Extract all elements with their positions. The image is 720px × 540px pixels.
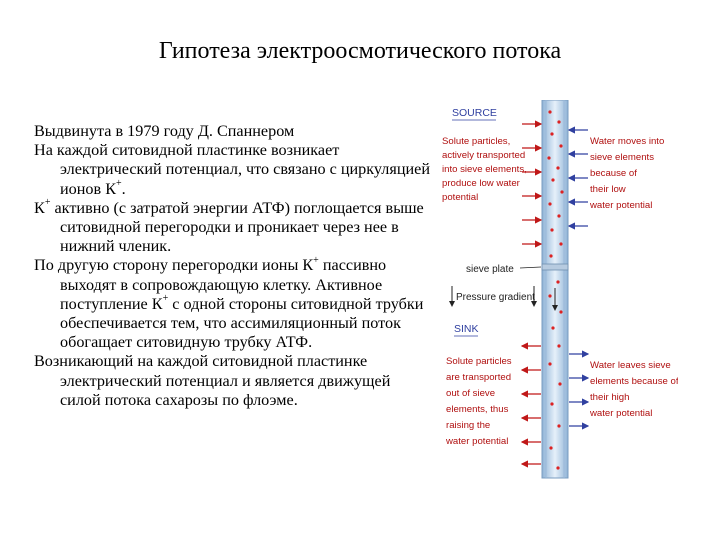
pressure-gradient-label: Pressure gradient [456,292,535,303]
text-run: пассивно выходят в сопровождающую клетку… [60,256,387,313]
text-run: Возникающий на каждой ситовидной пластин… [34,352,391,409]
superscript: + [116,178,122,190]
solute-particles [547,110,564,470]
text-run: Выдвинута в 1979 году Д. Спаннером [34,122,295,140]
sieve-plate-shape [541,263,569,271]
text-run: с одной стороны ситовидной трубки обеспе… [60,294,424,352]
sink-water-text: Water leaves sieve elements because of t… [589,360,678,419]
sieve-plate-label: sieve plate [466,264,514,275]
slide-title: Гипотеза электроосмотического потока [158,38,562,64]
text-run: К [34,198,45,217]
text-run: На каждой ситовидной пластинке возникает… [34,141,430,198]
sink-solute-text: Solute particles are transported out of … [445,356,514,447]
sink-label: SINK [454,323,479,335]
superscript: + [162,293,169,305]
paragraph-4: По другую сторону перегородки ионы К+ па… [34,256,434,352]
source-label: SOURCE [452,107,497,119]
sink-solute-arrows [520,342,541,468]
paragraph-1: Выдвинута в 1979 году Д. Спаннером [34,122,434,141]
paragraph-2: На каждой ситовидной пластинке возникает… [34,141,434,199]
text-run: По другую сторону перегородки ионы К [34,256,314,275]
source-solute-text: Solute particles, actively transported i… [442,136,529,203]
text-run: . [121,179,126,198]
superscript: + [44,197,51,209]
source-solute-arrows [522,120,543,248]
text-run: активно (с затратой энергии АТФ) поглоща… [50,198,424,256]
phloem-flow-diagram: SOURCE Solute particles, actively transp… [442,100,678,479]
source-water-text: Water moves into sieve elements because … [589,136,667,211]
paragraph-3: К+ активно (с затратой энергии АТФ) погл… [34,197,434,257]
source-water-arrows [567,126,588,230]
superscript: + [313,255,319,267]
paragraph-5: Возникающий на каждой ситовидной пластин… [34,352,434,410]
sink-water-arrows [569,350,590,430]
body-text: Выдвинута в 1979 году Д. Спаннером На ка… [34,122,434,410]
